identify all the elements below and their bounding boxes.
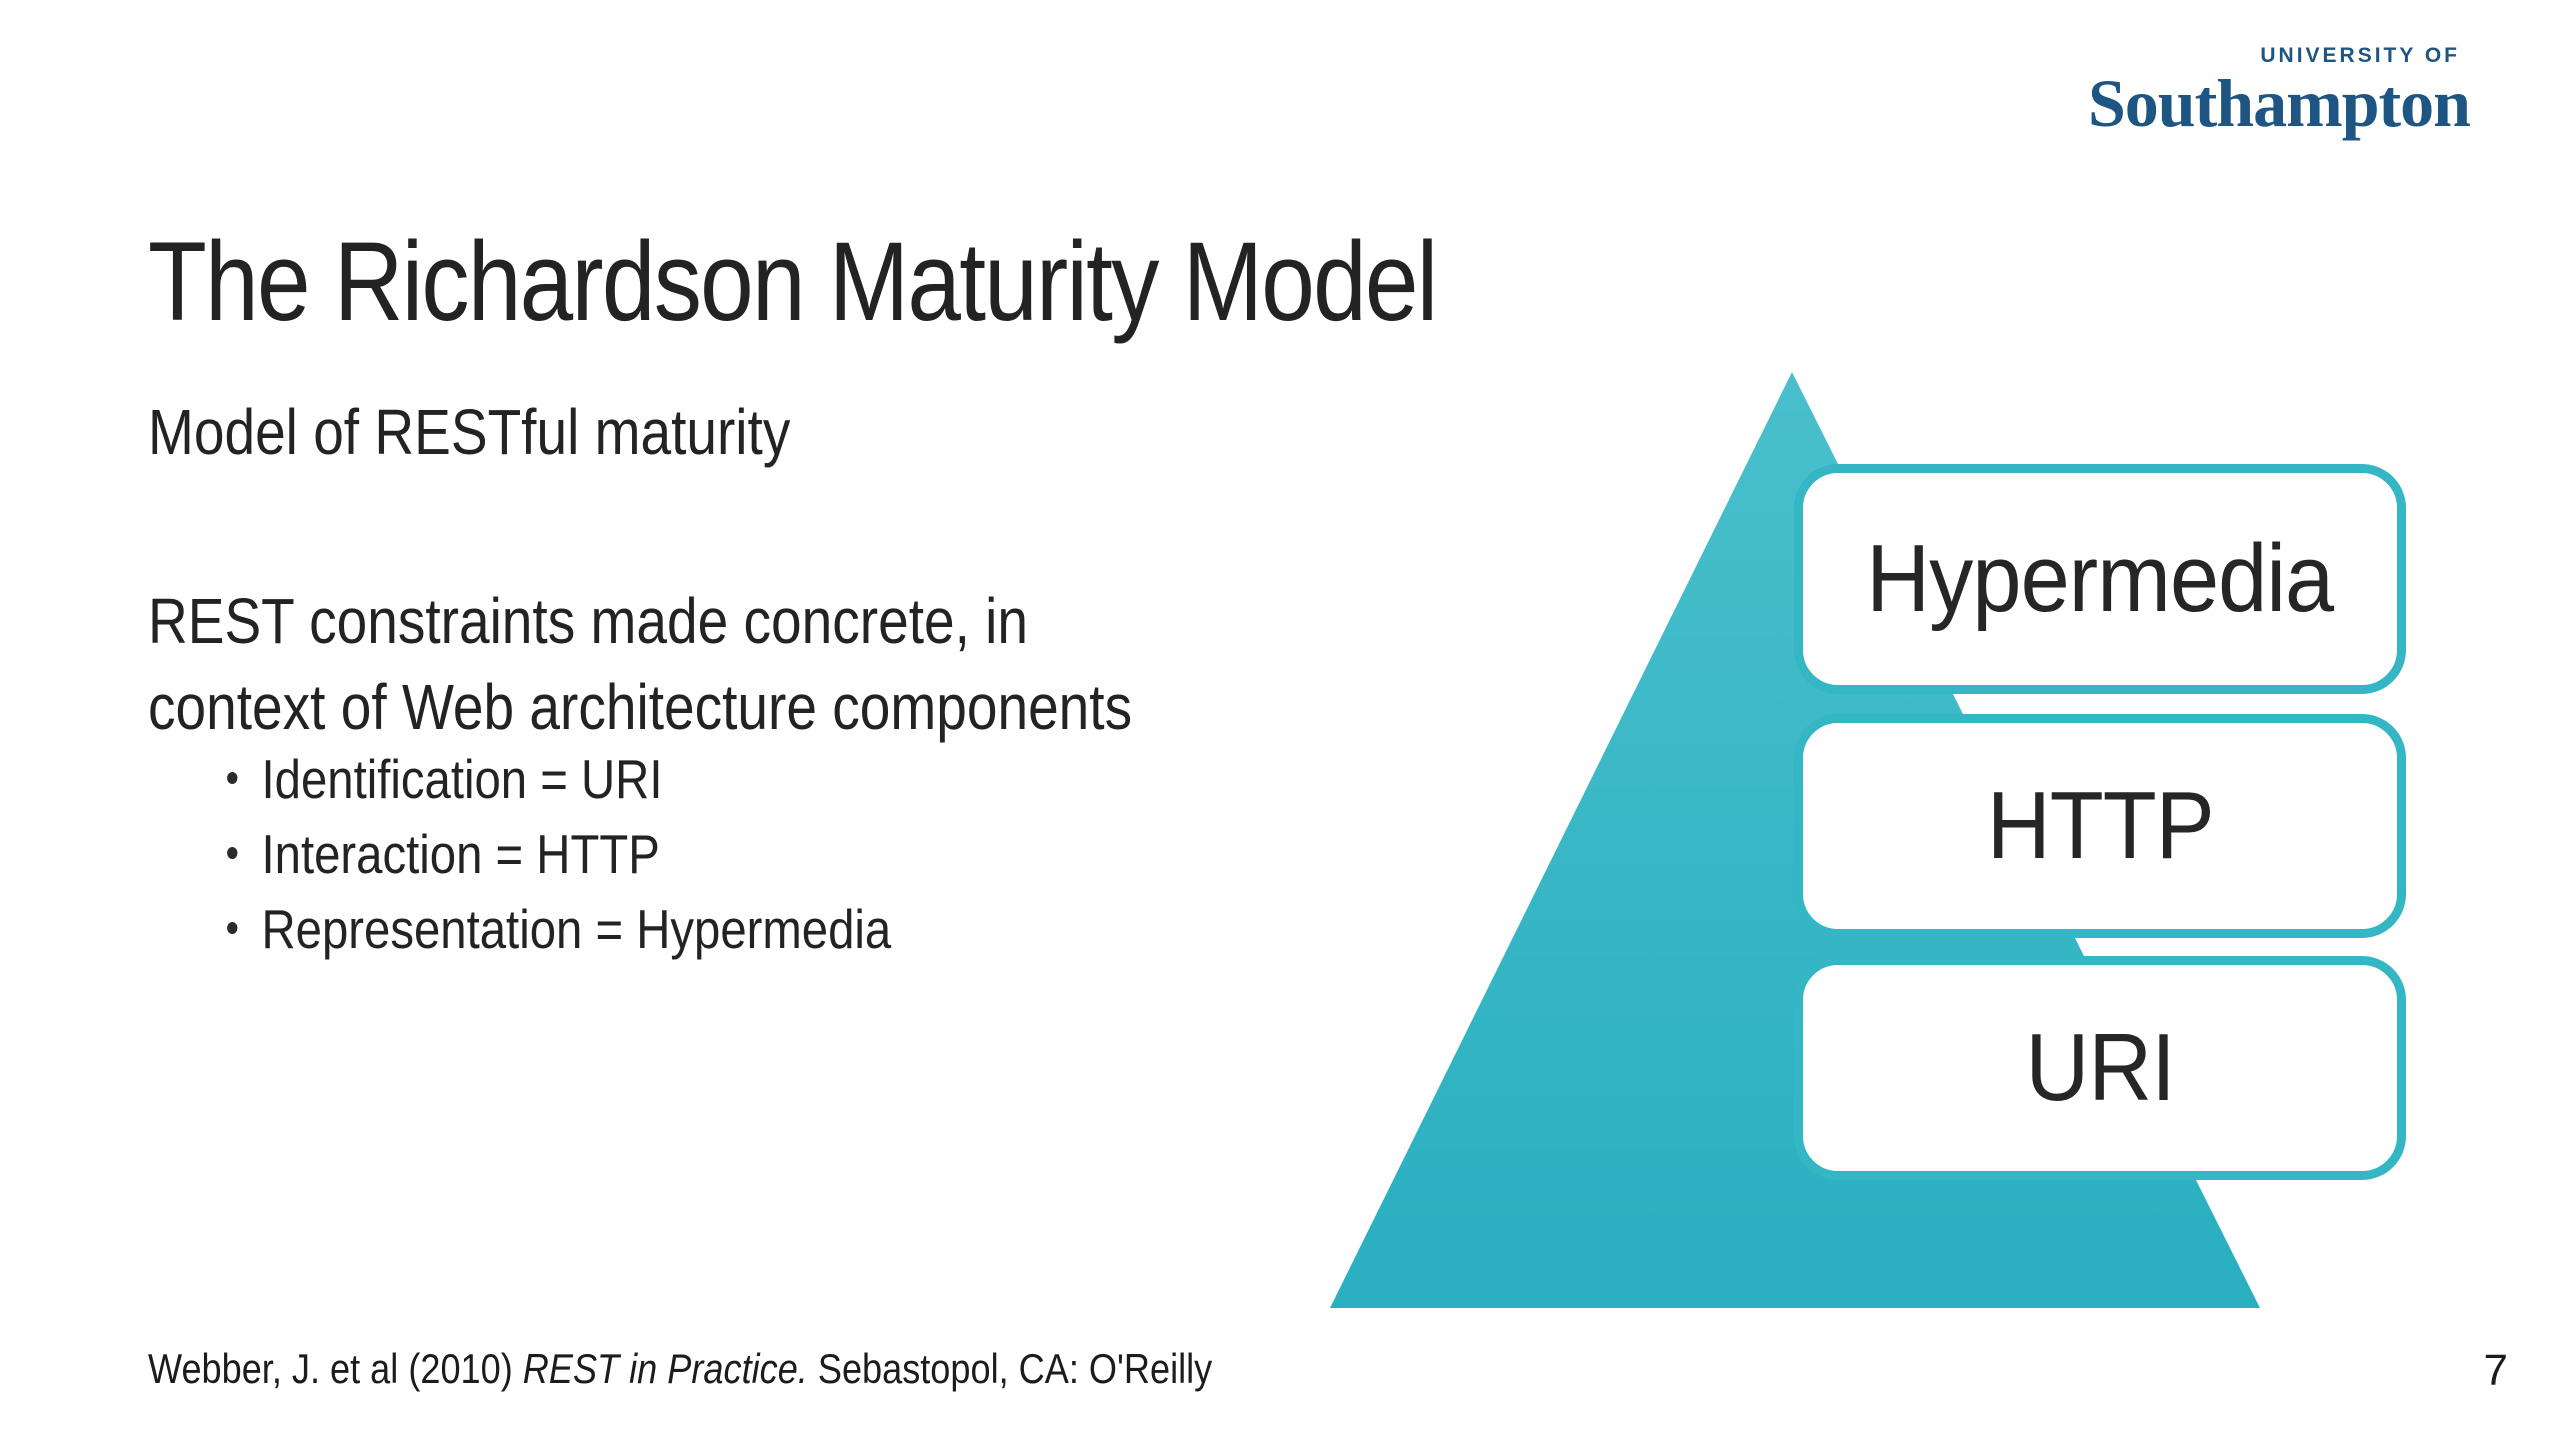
body-paragraph: REST constraints made concrete, in conte… (148, 578, 1132, 750)
slide-title: The Richardson Maturity Model (148, 219, 1438, 344)
body-line: context of Web architecture components (148, 671, 1133, 743)
bullet-item: Interaction = HTTP (227, 817, 891, 892)
bullet-dot-icon (227, 772, 238, 784)
page-number: 7 (2483, 1346, 2508, 1395)
bullet-item: Representation = Hypermedia (227, 892, 891, 967)
pyramid-level-label: Hypermedia (1866, 525, 2335, 632)
bullet-text: Interaction = HTTP (261, 823, 660, 885)
bullet-dot-icon (227, 922, 238, 934)
citation-publisher-part: Sebastopol, CA: O'Reilly (807, 1345, 1213, 1392)
bullet-list: Identification = URI Interaction = HTTP … (227, 742, 891, 967)
bullet-item: Identification = URI (227, 742, 891, 817)
slide-text-column: The Richardson Maturity Model Model of R… (148, 0, 1524, 1440)
southampton-wordmark: Southampton (2087, 65, 2471, 141)
bullet-text: Identification = URI (261, 748, 663, 810)
slide-subtitle: Model of RESTful maturity (148, 396, 791, 468)
bullet-dot-icon (227, 847, 238, 859)
body-line: REST constraints made concrete, in (148, 585, 1029, 657)
pyramid-level-label: URI (2025, 1014, 2175, 1121)
university-logo: UNIVERSITY OF Southampton (2087, 44, 2471, 141)
pyramid-level-label: HTTP (1986, 772, 2215, 879)
bullet-text: Representation = Hypermedia (261, 898, 892, 960)
citation: Webber, J. et al (2010) REST in Practice… (148, 1344, 1212, 1394)
citation-book-title: REST in Practice. (522, 1345, 808, 1392)
university-of-text: UNIVERSITY OF (2260, 44, 2460, 67)
pyramid-level-hypermedia: Hypermedia (1794, 464, 2406, 694)
pyramid-level-http: HTTP (1794, 714, 2406, 938)
citation-author-part: Webber, J. et al (2010) (148, 1345, 523, 1392)
pyramid-level-uri: URI (1794, 956, 2406, 1180)
